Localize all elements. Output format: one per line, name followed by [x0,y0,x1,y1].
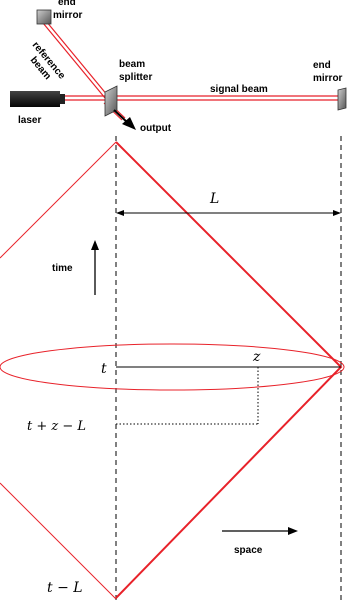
end-mirror-top-icon [36,9,52,25]
wavefront-ellipse [0,343,345,391]
signal-beam-label: signal beam [210,84,268,95]
beam-splitter-label-1: beam [119,59,145,70]
t-plus-z-minus-L-label: t + z − L [27,419,86,434]
end-mirror-right-label-1: end [313,60,331,71]
signal-beam [62,95,340,101]
space-label: space [234,545,263,556]
past-lightcone-lower [0,482,117,600]
t-label: t [101,361,107,377]
z-label: z [252,349,261,365]
end-mirror-right-icon [337,87,347,111]
length-L-dimension [116,210,341,216]
time-arrow-icon [91,240,99,295]
laser-label: laser [18,115,41,126]
output-arrow-icon [113,109,136,130]
past-lightcone-upper [0,141,117,259]
space-arrow-icon [222,527,298,535]
t-minus-L-label: t − L [47,580,83,596]
reference-beam [42,20,109,99]
end-mirror-top-label-2: mirror [53,10,83,21]
end-mirror-right-label-2: mirror [313,73,343,84]
end-mirror-top-label-1: end [58,0,76,8]
laser-icon [10,91,65,107]
beam-splitter-icon [104,85,118,117]
beam-splitter-label-2: splitter [119,72,152,83]
light-ray-path [115,141,343,599]
length-L-label: L [209,191,219,207]
time-label: time [52,263,73,274]
output-label: output [140,123,172,134]
